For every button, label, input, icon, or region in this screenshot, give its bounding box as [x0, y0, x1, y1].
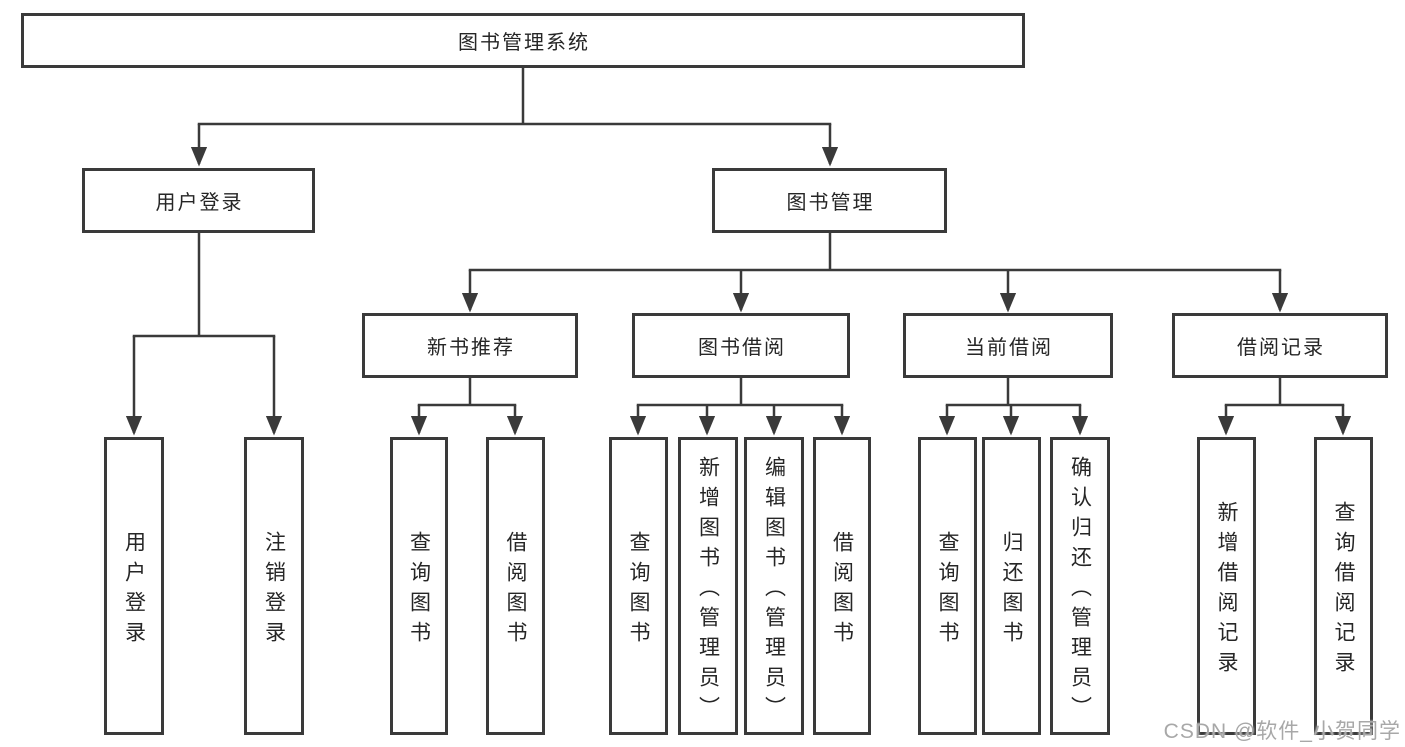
node-leaf-user-login: 用户登录: [104, 437, 164, 735]
node-leaf-bb-add: 新增图书（管理员）: [678, 437, 738, 735]
node-root: 图书管理系统: [21, 13, 1025, 68]
node-user-login: 用户登录: [82, 168, 315, 233]
node-leaf-nb-borrow: 借阅图书: [486, 437, 545, 735]
node-leaf-bb-borrow: 借阅图书: [813, 437, 871, 735]
node-book-borrow: 图书借阅: [632, 313, 850, 378]
watermark: CSDN @软件_小贺同学: [1163, 720, 1401, 743]
node-current-borrow: 当前借阅: [903, 313, 1113, 378]
node-leaf-cb-confirm: 确认归还（管理员）: [1050, 437, 1110, 735]
node-leaf-logout: 注销登录: [244, 437, 304, 735]
node-leaf-cb-return: 归还图书: [982, 437, 1041, 735]
node-leaf-bb-edit: 编辑图书（管理员）: [744, 437, 804, 735]
node-leaf-nb-query: 查询图书: [390, 437, 448, 735]
node-book-mgmt: 图书管理: [712, 168, 947, 233]
node-leaf-cb-query: 查询图书: [918, 437, 977, 735]
node-new-book-rec: 新书推荐: [362, 313, 578, 378]
node-leaf-br-query: 查询借阅记录: [1314, 437, 1373, 735]
node-borrow-records: 借阅记录: [1172, 313, 1388, 378]
node-leaf-bb-query: 查询图书: [609, 437, 668, 735]
node-leaf-br-add: 新增借阅记录: [1197, 437, 1256, 735]
